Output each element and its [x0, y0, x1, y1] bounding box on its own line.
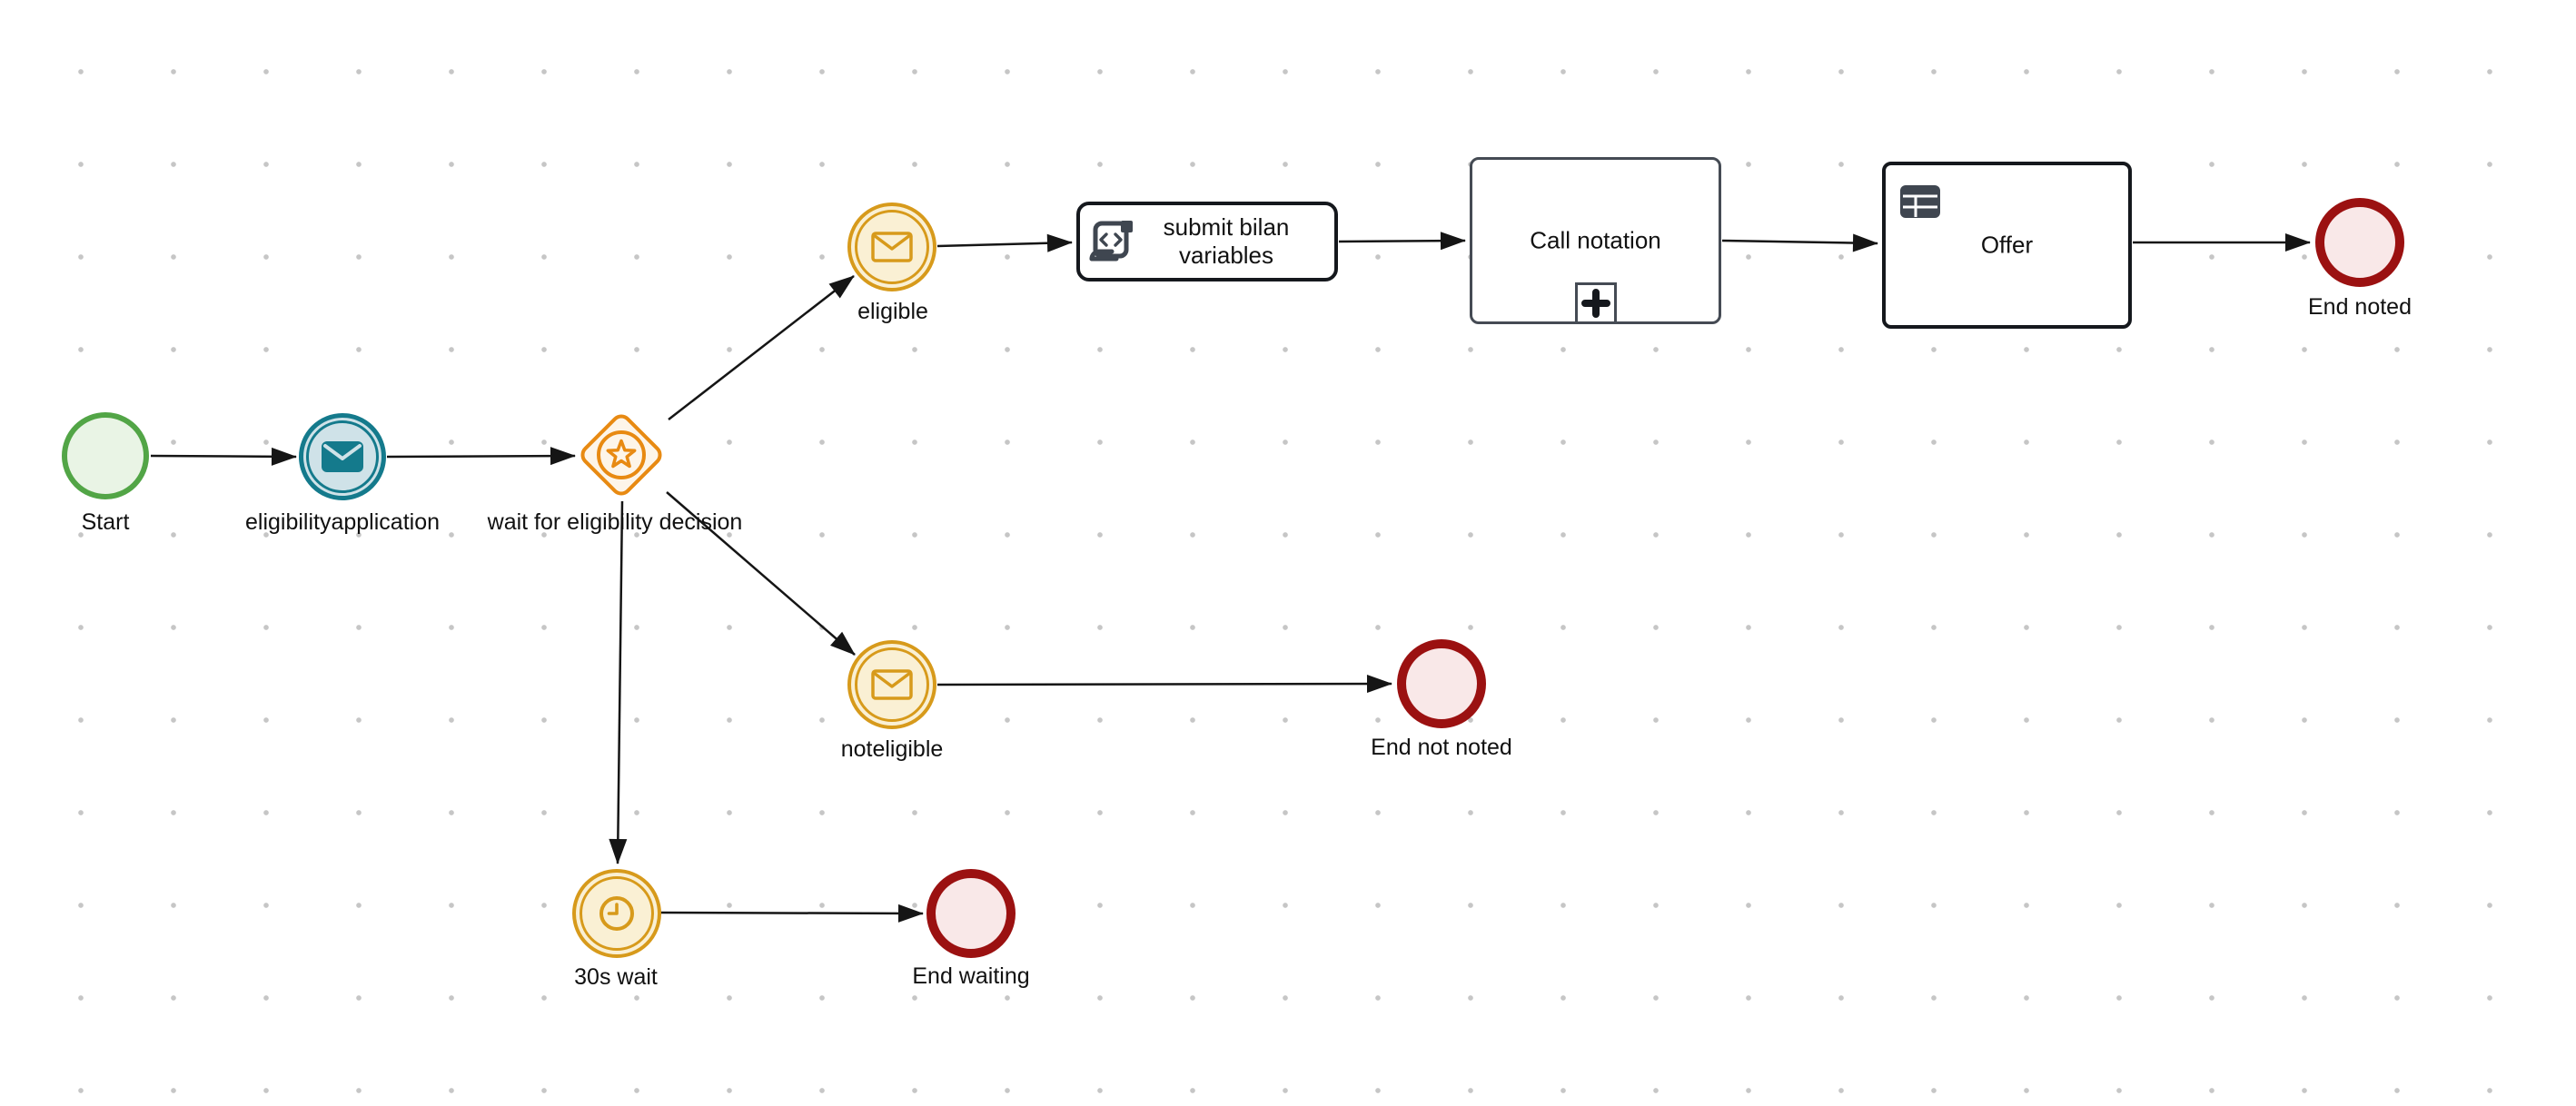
envelope-icon — [871, 669, 913, 700]
envelope-icon — [871, 232, 913, 262]
end-not-noted-label[interactable]: End not noted — [1371, 735, 1512, 760]
eligible-label[interactable]: eligible — [857, 299, 928, 324]
flow-start-to-eligibilityapplication[interactable] — [150, 447, 297, 466]
flow-gateway-to-30s-wait[interactable] — [609, 500, 628, 864]
flow-submit-bilan-to-call-notation[interactable] — [1338, 232, 1466, 251]
script-icon — [1087, 217, 1136, 271]
table-icon — [1898, 183, 1942, 224]
flow-gateway-to-eligible[interactable] — [668, 275, 855, 420]
flow-gateway-to-noteligible[interactable] — [666, 491, 856, 656]
end-waiting-label[interactable]: End waiting — [912, 963, 1030, 989]
start-event-label[interactable]: Start — [81, 509, 130, 535]
eligible-message-event[interactable] — [847, 202, 936, 291]
end-noted-label[interactable]: End noted — [2308, 294, 2412, 320]
eligibilityapplication-label[interactable]: eligibilityapplication — [244, 509, 441, 535]
submit-bilan-variables-task[interactable]: submit bilan variables — [1076, 202, 1338, 281]
timer-30s-wait-event[interactable] — [572, 869, 661, 958]
star-circle-icon — [594, 428, 649, 482]
envelope-icon — [321, 440, 364, 473]
end-waiting-event[interactable] — [926, 869, 1016, 958]
flow-eligibilityapplication-to-gateway[interactable] — [386, 447, 576, 466]
subprocess-plus-marker-icon[interactable] — [1574, 282, 1617, 324]
end-noted-event[interactable] — [2315, 198, 2404, 287]
call-notation-activity[interactable]: Call notation — [1470, 157, 1721, 324]
offer-task[interactable]: Offer — [1882, 162, 2132, 329]
eligibilityapplication-message-event[interactable] — [299, 413, 386, 500]
event-based-gateway[interactable] — [576, 410, 667, 500]
flow-noteligible-to-end-not-noted[interactable] — [936, 675, 1392, 694]
end-not-noted-event[interactable] — [1397, 639, 1486, 728]
noteligible-label[interactable]: noteligible — [840, 736, 944, 762]
timer-30s-wait-label[interactable]: 30s wait — [574, 964, 658, 990]
gateway-label[interactable]: wait for eligibility decision — [487, 509, 743, 535]
offer-label: Offer — [1980, 231, 2034, 259]
submit-bilan-variables-label: submit bilan variables — [1163, 213, 1290, 269]
clock-icon — [597, 894, 637, 933]
flow-eligible-to-submit-bilan[interactable] — [936, 233, 1073, 252]
start-event[interactable] — [62, 412, 149, 499]
flow-call-notation-to-offer[interactable] — [1721, 233, 1878, 252]
noteligible-message-event[interactable] — [847, 640, 936, 729]
call-notation-label: Call notation — [1530, 226, 1661, 254]
